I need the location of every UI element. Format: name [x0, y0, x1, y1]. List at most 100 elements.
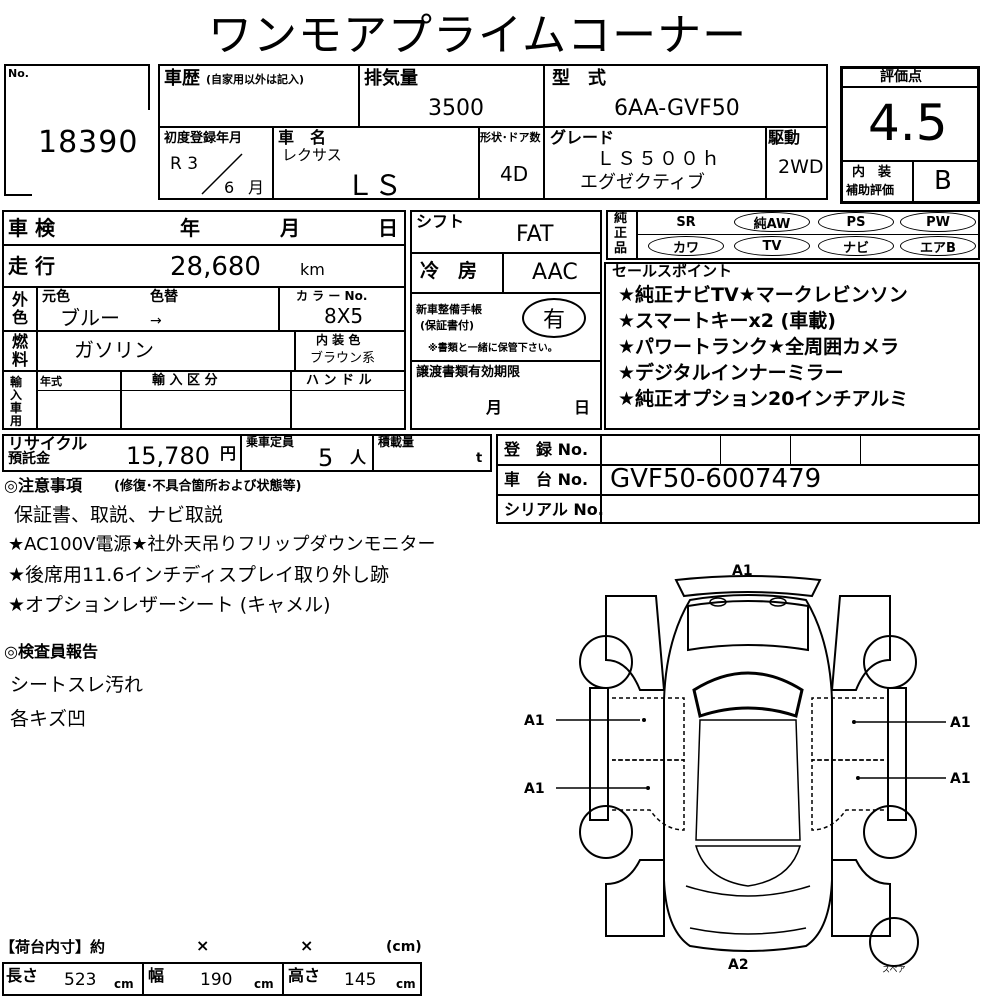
cargo-height-value: 145 [344, 970, 377, 990]
note-line-3: ★後席用11.6インチディスプレイ取り外し跡 [8, 564, 390, 586]
history-note: (自家用以外は記入) [206, 73, 305, 86]
capacity-value: 5 [318, 444, 334, 472]
model-label: 型 式 [552, 68, 606, 89]
import-class-label: 輸 入 区 分 [152, 373, 218, 388]
genuine-pw: PW [900, 212, 976, 232]
recycle-label1: リサイクル [8, 434, 88, 453]
cargo-x1: × [196, 936, 210, 955]
capacity-label: 乗車定員 [246, 435, 295, 449]
note-line-4: ★オプションレザーシート (キャメル) [8, 594, 331, 616]
genuine-ps: PS [818, 212, 894, 232]
mileage-unit: km [300, 260, 325, 279]
fuel-label2: 料 [12, 350, 29, 369]
left-front-fender [605, 595, 666, 691]
cargo-width-unit: cm [254, 977, 274, 991]
inspection-day: 日 [378, 216, 398, 240]
rating-value: 4.5 [868, 94, 948, 152]
load-label: 積載量 [378, 435, 415, 449]
lot-box-bottom [4, 194, 32, 196]
damage-rear-label: A2 [728, 957, 749, 973]
cargo-width-label: 幅 [148, 966, 165, 985]
right-front-fender [830, 595, 891, 691]
model-value: 6AA-GVF50 [614, 96, 740, 121]
chassis-no-value: GVF50-6007479 [610, 464, 822, 494]
genuine-parts-frame [606, 210, 980, 260]
notes-label: ◎注意事項 [4, 476, 82, 495]
cargo-length-unit: cm [114, 977, 134, 991]
cargo-length-label: 長さ [6, 966, 39, 985]
cargo-frame [2, 962, 422, 996]
first-reg-slash [201, 153, 243, 195]
first-reg-label: 初度登録年月 [164, 131, 243, 146]
damage-left-rear-label: A1 [524, 781, 545, 797]
genuine-navi: ナビ [818, 236, 894, 256]
manual-note: ※書類と一緒に保管下さい。 [428, 343, 558, 354]
right-rear-wheel [863, 805, 917, 859]
recycle-unit: 円 [220, 444, 237, 463]
notes-sub: (修復･不具合箇所および状態等) [114, 479, 302, 494]
body-value: 4D [500, 162, 529, 186]
sales-points-frame [604, 262, 980, 430]
manual-label2: (保証書付) [420, 319, 475, 332]
damage-front-label: A1 [732, 563, 753, 579]
inspector-line-1: シートスレ汚れ [10, 674, 144, 696]
right-front-wheel [863, 635, 917, 689]
registration-frame [496, 434, 980, 524]
sales-point-5: ★純正オプション20インチアルミ [618, 388, 909, 410]
grade-line2: エグゼクティブ [580, 172, 705, 193]
cargo-x2: × [300, 936, 314, 955]
sales-point-3: ★パワートランク★全周囲カメラ [618, 336, 900, 358]
lot-box-right [148, 64, 150, 110]
damage-right-rear-label: A1 [950, 771, 971, 787]
cargo-length-value: 523 [64, 970, 97, 990]
manual-value: 有 [522, 298, 586, 338]
genuine-sr: SR [676, 214, 696, 230]
first-reg-era: R 3 [170, 154, 199, 174]
first-reg-month: 6 [224, 178, 235, 197]
inspector-label: ◎検査員報告 [4, 642, 98, 661]
transfer-day: 日 [574, 398, 591, 417]
serial-no-label: シリアル No. [504, 500, 604, 519]
vehicle-info-frame [158, 64, 828, 200]
equipment-frame [410, 210, 602, 430]
load-unit: t [476, 451, 483, 466]
fuel-value: ガソリン [74, 338, 154, 362]
rating-box [840, 66, 980, 204]
repaint-arrow: → [150, 313, 162, 329]
hood [687, 600, 809, 652]
lot-label: No. [8, 67, 29, 80]
first-reg-month-unit: 月 [248, 178, 265, 197]
color-no-value: 8X5 [324, 304, 364, 328]
history-label: 車歴 [164, 68, 200, 89]
note-line-2: ★AC100V電源★社外天吊りフリップダウンモニター [8, 534, 436, 555]
left-rear-fender [605, 859, 665, 937]
interior-rating-label2: 補助評価 [846, 183, 895, 197]
genuine-label3: 品 [614, 241, 628, 256]
body-label: 形状･ドア数 [480, 131, 541, 144]
orig-color-label: 元色 [42, 289, 70, 305]
left-side-panel [589, 687, 609, 821]
damage-right-front-label: A1 [950, 715, 971, 731]
recycle-frame [2, 434, 492, 472]
sales-point-2: ★スマートキーx2 (車載) [618, 310, 836, 332]
exterior-label2: 色 [12, 308, 29, 327]
note-line-1: 保証書、取説、ナビ取説 [14, 504, 224, 526]
fuel-label1: 燃 [12, 332, 29, 351]
sheet-title: ワンモアプライムコーナー [208, 10, 748, 61]
aircon-label: 冷 房 [420, 260, 478, 282]
transfer-month: 月 [486, 398, 503, 417]
recycle-label2: 預託金 [8, 451, 50, 467]
repaint-label: 色替 [150, 289, 178, 305]
car-maker: レクサス [282, 146, 342, 164]
registration-no-label: 登 録 No. [504, 440, 589, 459]
inspection-month: 月 [280, 216, 300, 240]
manual-label1: 新車整備手帳 [416, 303, 482, 316]
lot-number: 18390 [38, 125, 139, 160]
interior-rating-value: B [934, 166, 952, 196]
car-name-label: 車 名 [278, 128, 327, 147]
right-side-panel [887, 687, 907, 821]
interior-color-value: ブラウン系 [310, 351, 376, 366]
rear-window [694, 845, 802, 887]
lot-box-top [4, 64, 150, 66]
